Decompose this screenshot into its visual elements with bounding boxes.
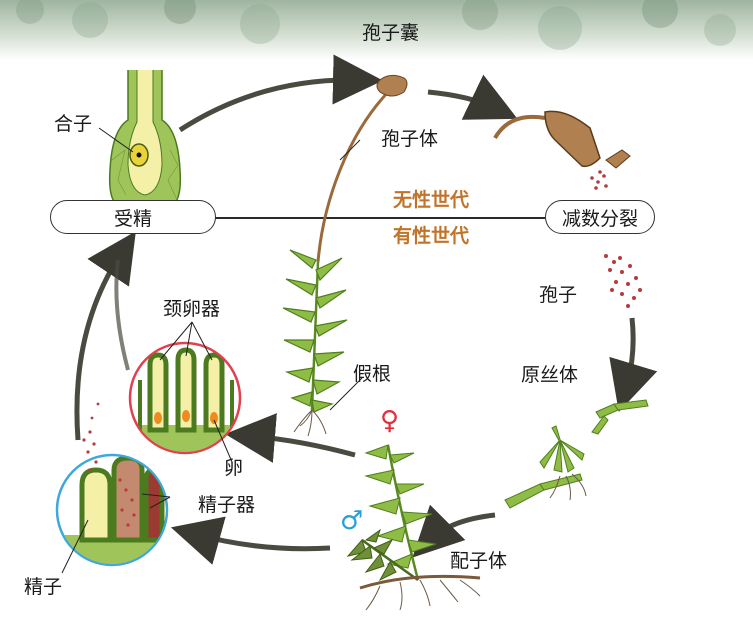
zygote-label: 合子	[54, 113, 93, 135]
fertilization-pill: 受精	[50, 200, 216, 234]
antheridium-magnified	[55, 402, 171, 574]
fertilization-label: 受精	[113, 207, 152, 230]
male-symbol: ♂	[340, 506, 364, 536]
arrow-female-to-archegonium	[225, 413, 356, 463]
arrow-sperm-to-fertilization	[74, 231, 136, 441]
archegonium-magnified	[128, 321, 242, 463]
arrow-male-to-antheridium	[170, 516, 331, 565]
archegonium-label: 颈卵器	[163, 298, 221, 320]
sporangium-label: 孢子囊	[362, 22, 420, 44]
arrow-spores-to-protonema	[609, 317, 658, 412]
sporophyte-illustration	[316, 74, 408, 263]
sperm-label: 精子	[24, 576, 63, 598]
spore-label: 孢子	[539, 284, 578, 306]
sexual-generation-label: 有性世代	[393, 225, 470, 247]
open-capsule-illustration	[493, 110, 631, 190]
egg-label: 卵	[224, 457, 244, 479]
sporophyte-label: 孢子体	[381, 128, 439, 150]
background-texture	[0, 0, 753, 60]
sporophyte-base-gametophyte	[282, 249, 348, 413]
arrow-archegonium-to-fertilization	[114, 259, 130, 371]
adult-gametophytes-illustration	[346, 444, 481, 611]
protonema-illustration	[591, 399, 649, 435]
background-speckles	[16, 0, 736, 50]
zygote-archegonium-illustration	[98, 70, 182, 206]
antheridium-label: 精子器	[198, 494, 256, 516]
arrow-sporangium-to-capsule	[427, 74, 518, 120]
arrow-zygote-to-sporophyte	[178, 54, 383, 133]
spores-cluster	[604, 254, 642, 308]
protonema-label: 原丝体	[521, 364, 579, 386]
female-symbol: ♀	[380, 406, 400, 436]
rhizoid-label: 假根	[353, 363, 392, 385]
rhizoid-illustration	[293, 409, 327, 437]
arrow-protonema-to-gametophyte	[412, 504, 496, 558]
meiosis-pill: 减数分裂	[545, 200, 655, 234]
meiosis-label: 减数分裂	[561, 207, 638, 230]
gametophyte-label: 配子体	[450, 550, 508, 572]
asexual-generation-label: 无性世代	[393, 189, 470, 211]
young-gametophyte-illustration	[504, 425, 587, 509]
